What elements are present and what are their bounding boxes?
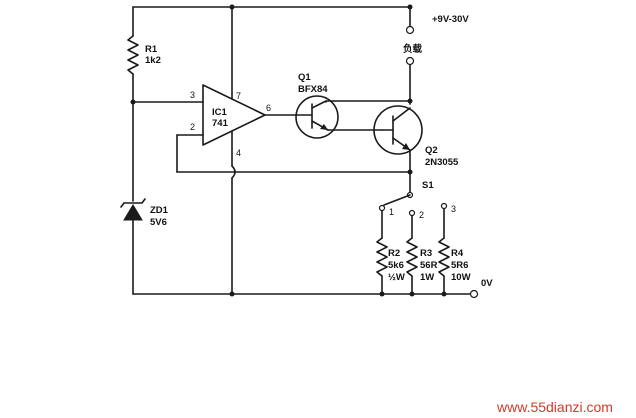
ground-rail: 0V xyxy=(132,278,493,299)
pin-2-label: 2 xyxy=(190,122,195,132)
supply-rail: +9V-30V xyxy=(132,4,469,35)
r3-power: 1W xyxy=(420,272,434,283)
r2-ref: R2 xyxy=(388,248,400,259)
r2-power: ½W xyxy=(388,272,405,283)
s1-ref: S1 xyxy=(422,180,434,191)
resistor-r4: R4 5R6 10W xyxy=(438,208,471,295)
ic1-ref: IC1 xyxy=(212,107,228,118)
s1-pos2-label: 2 xyxy=(419,210,424,220)
q2-ref: Q2 xyxy=(425,145,438,156)
supply-terminal xyxy=(405,25,415,35)
q1-value: BFX84 xyxy=(298,84,328,95)
q2-value: 2N3055 xyxy=(425,157,459,168)
resistor-r3: R3 56R 1W xyxy=(406,215,438,295)
pin-4-label: 4 xyxy=(236,148,241,158)
ground-terminal xyxy=(469,289,479,299)
transistor-q1: Q1 BFX84 xyxy=(295,72,339,139)
zd1-value: 5V6 xyxy=(150,217,167,228)
r2-value: 5k6 xyxy=(388,260,404,271)
r3-value: 56R xyxy=(420,260,438,271)
zener-zd1: ZD1 5V6 xyxy=(120,101,169,295)
r4-ref: R4 xyxy=(451,248,464,259)
pin-6-label: 6 xyxy=(266,103,271,113)
zd1-ref: ZD1 xyxy=(150,205,169,216)
resistor-r1: R1 1k2 xyxy=(127,6,161,103)
r4-power: 10W xyxy=(451,272,471,283)
load-label: 负载 xyxy=(403,43,423,55)
transistor-q2: Q2 2N3055 xyxy=(373,105,459,193)
pin-7-label: 7 xyxy=(236,91,241,101)
s1-pos1-label: 1 xyxy=(389,207,394,217)
ic1-value: 741 xyxy=(212,118,229,129)
opamp-ic1: IC1 741 2 7 4 6 xyxy=(176,6,297,295)
r4-value: 5R6 xyxy=(451,260,468,271)
ground-label: 0V xyxy=(481,278,493,289)
supply-label: +9V-30V xyxy=(432,14,469,25)
r3-ref: R3 xyxy=(420,248,432,259)
pin-3-label: 3 xyxy=(190,90,195,100)
resistor-r2: R2 5k6 ½W xyxy=(376,210,405,295)
s1-pos3-label: 3 xyxy=(451,204,456,214)
load-terminals: 负载 xyxy=(403,43,423,105)
q1-ref: Q1 xyxy=(298,72,311,83)
r1-value: 1k2 xyxy=(145,55,161,66)
r1-ref: R1 xyxy=(145,44,158,55)
watermark-text: www.55dianzi.com xyxy=(496,399,613,415)
